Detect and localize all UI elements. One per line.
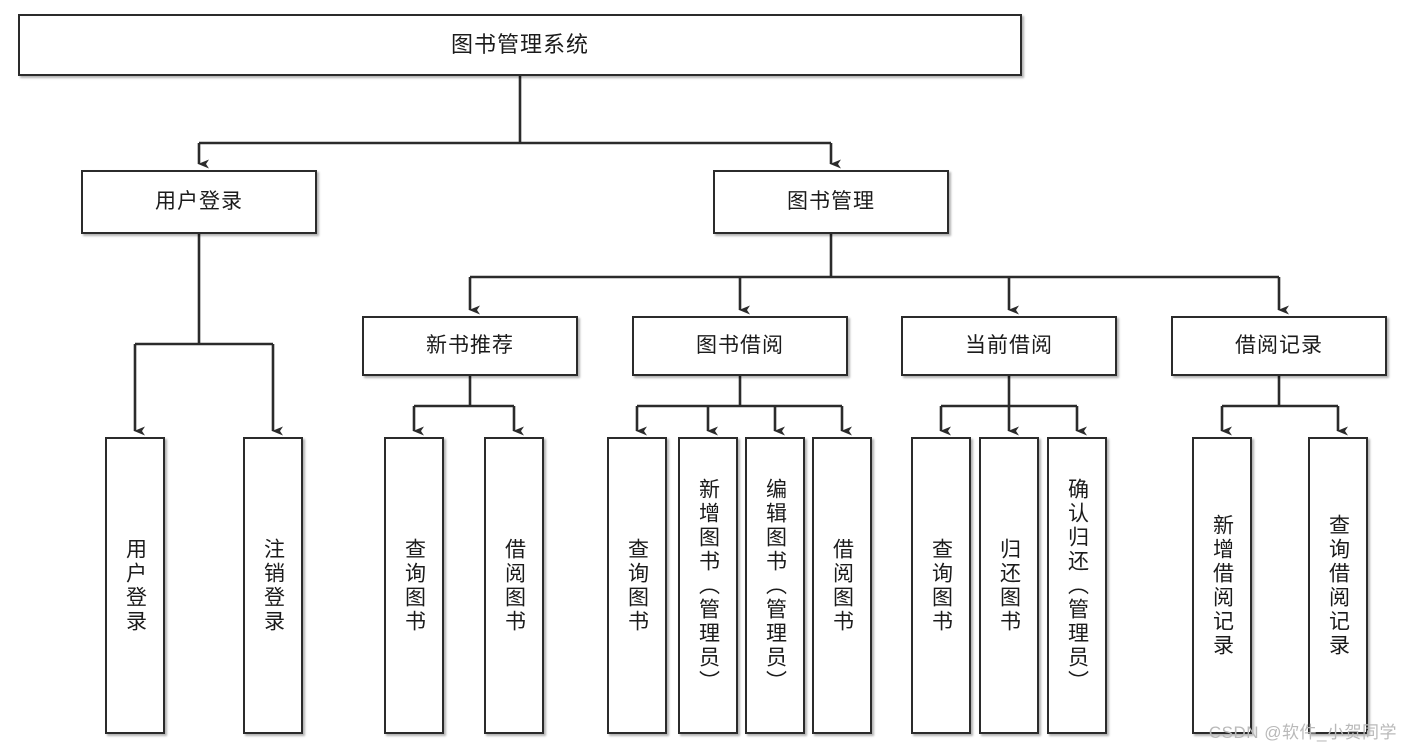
- node-label: 注销登录: [261, 537, 285, 634]
- node-label: 图书管理系统: [450, 32, 589, 58]
- node-label: 图书管理: [787, 189, 875, 213]
- node-label: 查询借阅记录: [1326, 513, 1350, 658]
- node-label: 新书推荐: [426, 333, 514, 357]
- node-label: 借阅图书: [830, 537, 854, 634]
- node-leaf-current-borrow-query[interactable]: 查询图书: [911, 437, 971, 734]
- node-label: 借阅记录: [1235, 333, 1323, 357]
- node-leaf-user-login-login[interactable]: 用户登录: [105, 437, 165, 734]
- node-leaf-book-borrow-query[interactable]: 查询图书: [607, 437, 667, 734]
- node-borrow-record[interactable]: 借阅记录: [1171, 316, 1387, 376]
- node-label: 确认归还（管理员）: [1065, 477, 1089, 694]
- node-label: 图书借阅: [696, 333, 784, 357]
- node-label: 当前借阅: [965, 333, 1053, 357]
- node-label: 归还图书: [997, 537, 1021, 634]
- node-label: 用户登录: [155, 189, 243, 213]
- node-book-borrow[interactable]: 图书借阅: [632, 316, 848, 376]
- node-label: 查询图书: [625, 537, 649, 634]
- node-current-borrow[interactable]: 当前借阅: [901, 316, 1117, 376]
- node-leaf-borrow-record-query[interactable]: 查询借阅记录: [1308, 437, 1368, 734]
- node-user-login[interactable]: 用户登录: [81, 170, 317, 234]
- node-new-book-recommend[interactable]: 新书推荐: [362, 316, 578, 376]
- node-label: 新增借阅记录: [1210, 513, 1234, 658]
- node-leaf-user-login-logout[interactable]: 注销登录: [243, 437, 303, 734]
- node-book-management[interactable]: 图书管理: [713, 170, 949, 234]
- node-leaf-book-borrow-edit[interactable]: 编辑图书（管理员）: [745, 437, 805, 734]
- node-label: 用户登录: [123, 537, 147, 634]
- node-leaf-new-book-borrow[interactable]: 借阅图书: [484, 437, 544, 734]
- node-label: 编辑图书（管理员）: [763, 477, 787, 694]
- node-leaf-current-borrow-return[interactable]: 归还图书: [979, 437, 1039, 734]
- node-label: 查询图书: [929, 537, 953, 634]
- node-leaf-new-book-query[interactable]: 查询图书: [384, 437, 444, 734]
- node-leaf-book-borrow-borrow[interactable]: 借阅图书: [812, 437, 872, 734]
- node-leaf-borrow-record-add[interactable]: 新增借阅记录: [1192, 437, 1252, 734]
- watermark: CSDN @软件_小贺同学: [1208, 723, 1397, 742]
- node-label: 查询图书: [402, 537, 426, 634]
- node-leaf-book-borrow-add[interactable]: 新增图书（管理员）: [678, 437, 738, 734]
- node-root-system[interactable]: 图书管理系统: [18, 14, 1022, 76]
- node-leaf-current-borrow-confirm-return[interactable]: 确认归还（管理员）: [1047, 437, 1107, 734]
- node-label: 借阅图书: [502, 537, 526, 634]
- node-label: 新增图书（管理员）: [696, 477, 720, 694]
